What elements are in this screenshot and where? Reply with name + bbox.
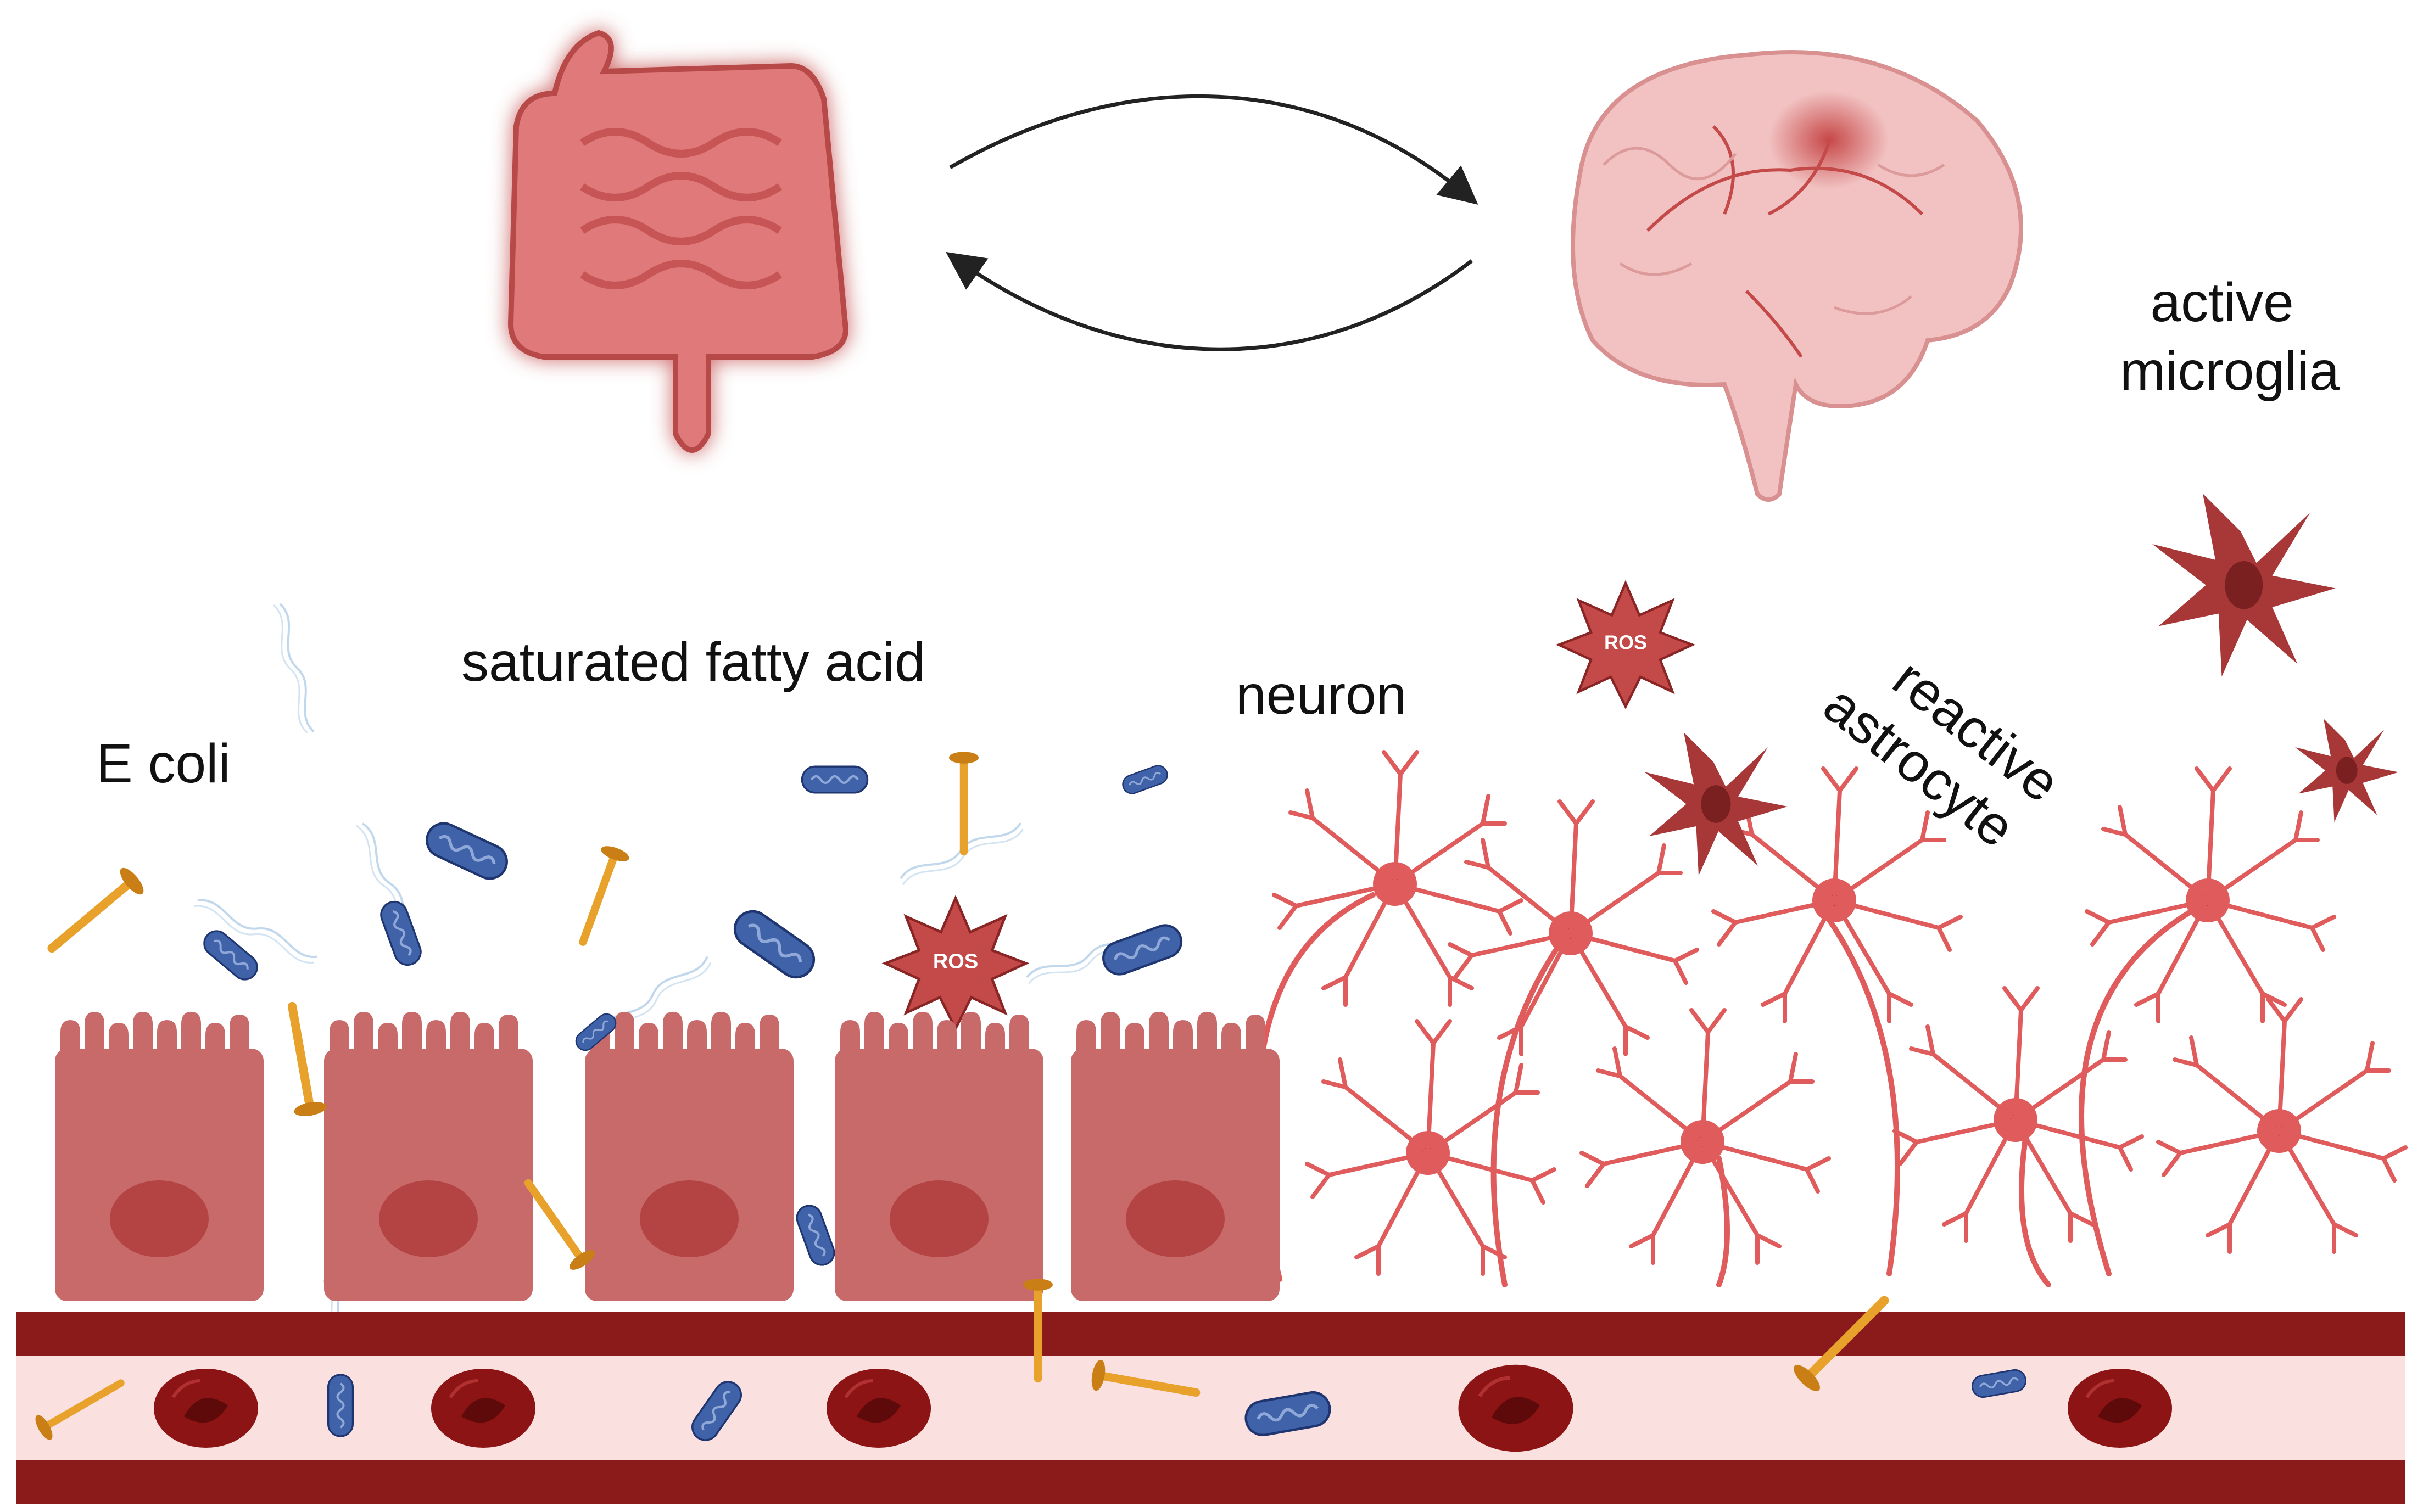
e-coli-label: E coli	[96, 733, 231, 794]
ros-burst-gut: ROS	[885, 898, 1026, 1029]
red-blood-cell	[2068, 1369, 2172, 1448]
neuron-label: neuron	[1236, 664, 1406, 726]
intestinal-epithelium	[55, 1012, 1280, 1301]
epithelial-cell	[585, 1012, 794, 1301]
bacterium-in-blood	[328, 1375, 353, 1436]
active-microglia-cell	[1644, 732, 1788, 876]
active-microglia-cell	[2152, 494, 2336, 677]
intestine-icon	[507, 30, 849, 453]
active-microglia-cell	[2295, 719, 2399, 822]
epithelial-cell	[55, 1012, 264, 1301]
blood-vessel	[16, 1279, 2405, 1504]
neuron-cell	[1895, 988, 2142, 1241]
red-blood-cell	[1459, 1365, 1573, 1452]
bidirectional-arrows-icon	[946, 94, 1478, 351]
active-microglia-label: active microglia	[2120, 272, 2340, 402]
red-blood-cell	[827, 1369, 931, 1448]
astrocyte-cell	[2087, 769, 2334, 1021]
neuron-cell	[2158, 999, 2405, 1252]
red-blood-cell	[431, 1369, 535, 1448]
saturated-fatty-acid-label: saturated fatty acid	[461, 631, 925, 693]
astrocyte-cell	[1450, 802, 1697, 1054]
ros-burst-brain: ROS	[1559, 583, 1693, 707]
epithelial-cell	[324, 1012, 533, 1301]
red-blood-cell	[154, 1369, 258, 1448]
neuron-cell	[1307, 1021, 1554, 1274]
neuron-network	[1255, 752, 2405, 1287]
neuron-cell	[1582, 1010, 1829, 1263]
epithelial-cell	[835, 1012, 1043, 1301]
reactive-astrocyte-label: reactive astrocyte	[1812, 624, 2083, 873]
svg-text:ROS: ROS	[933, 950, 978, 973]
neuron-cell	[1274, 752, 1521, 1005]
svg-text:ROS: ROS	[1604, 631, 1647, 654]
brain-icon	[1571, 50, 2023, 502]
epithelial-cell	[1071, 1012, 1280, 1301]
